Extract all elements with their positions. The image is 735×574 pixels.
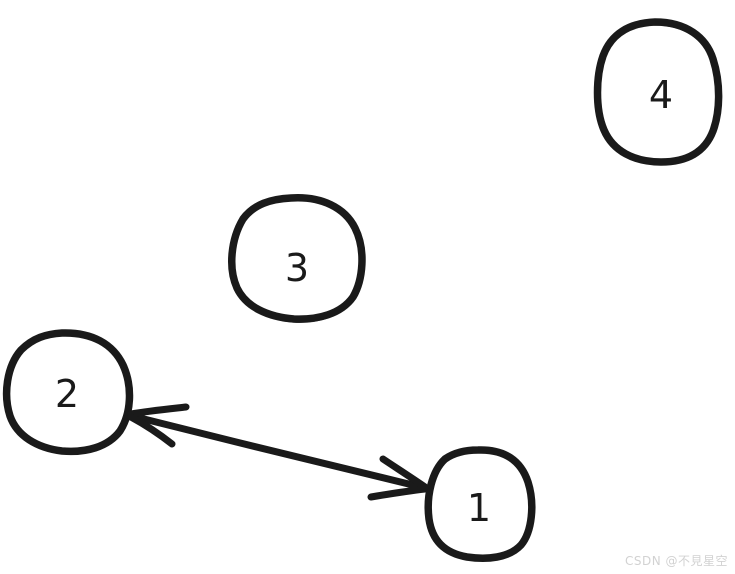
node-3-label: 3 — [285, 246, 309, 290]
node-4-circle-overstroke — [654, 20, 721, 135]
csdn-watermark: CSDN @不見星空 — [624, 554, 728, 568]
node-4[interactable]: 4 — [593, 18, 723, 166]
edge-1-2[interactable] — [127, 403, 429, 501]
edge-1-2-arrowhead-left-barb-bottom — [127, 413, 176, 448]
edge-1-2-arrowhead-right-barb-bottom — [367, 485, 429, 501]
node-2[interactable]: 2 — [2, 329, 134, 456]
edge-1-2-arrowhead-left-barb-top — [127, 403, 190, 418]
node-4-label: 4 — [649, 73, 673, 117]
edge-1-2-arrowhead-right-barb-top — [379, 455, 429, 491]
node-3-circle-overstroke — [237, 290, 356, 323]
node-1-label: 1 — [467, 486, 491, 530]
node-3[interactable]: 3 — [228, 194, 366, 323]
node-1-circle-overstroke — [477, 447, 535, 547]
edge-1-2-shaft — [128, 412, 429, 492]
node-1[interactable]: 1 — [424, 446, 536, 562]
node-2-label: 2 — [55, 372, 79, 416]
